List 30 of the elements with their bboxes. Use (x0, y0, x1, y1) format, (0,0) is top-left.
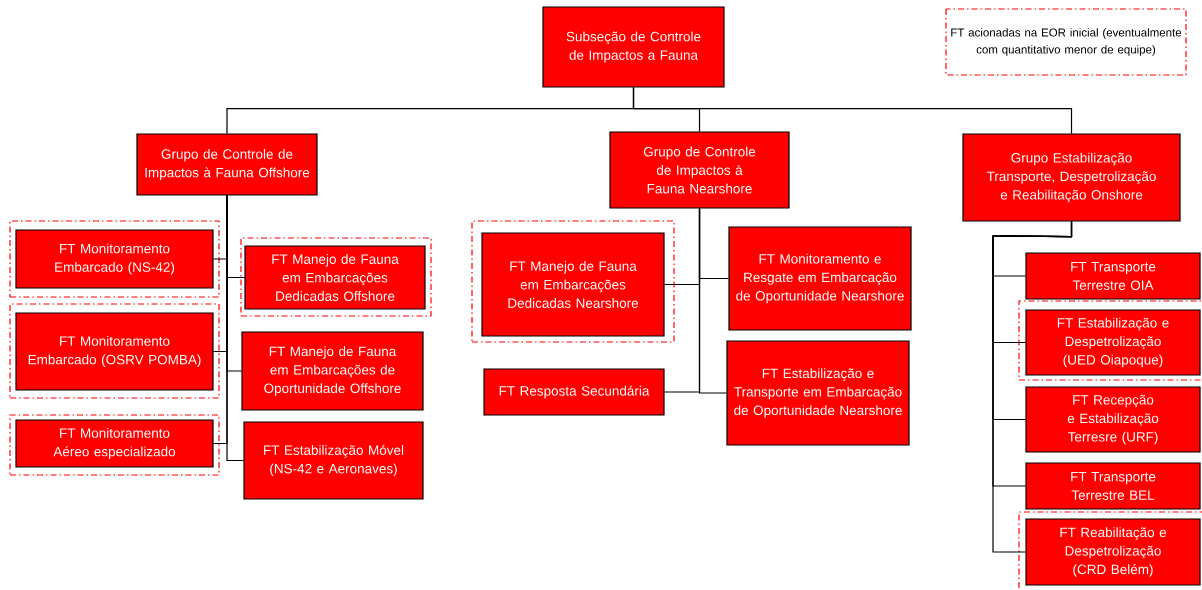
dash-dot-frame (9, 414, 220, 476)
dash-dot-frame (1018, 300, 1202, 381)
connector (992, 221, 1073, 553)
process-box: Grupo de Controle de Impactos à Fauna Offshore (136, 133, 318, 196)
process-box: Subseção de Controle de Impactos a Fauna (542, 6, 725, 88)
legend-text: FT acionadas na EOR inicial (eventualmente com quantitativo menor de equipe) (951, 28, 1182, 56)
process-box: FT Reabilitação e Despetrolização (CRD Belém) (1025, 518, 1201, 586)
process-box: FT Estabilização e Transporte em Embarcação de Oportunidade Nearshore (726, 340, 910, 446)
connector (632, 87, 1073, 134)
dash-dot-frame (9, 220, 220, 298)
dash-dot-frame (9, 303, 220, 399)
process-box: FT Manejo de Fauna em Embarcações Dedicadas Offshore (244, 245, 426, 310)
process-box: FT Estabilização Móvel (NS-42 e Aeronaves) (243, 421, 424, 500)
process-box: FT Monitoramento Aéreo especializado (15, 419, 214, 468)
process-box: FT Resposta Secundária (483, 368, 665, 416)
process-box: FT Transporte Terrestre OIA (1025, 252, 1201, 300)
process-box: FT Transporte Terrestre BEL (1025, 462, 1201, 510)
process-box: FT Estabilização e Despetrolização (UED Oiapoque) (1025, 309, 1201, 376)
connector (698, 208, 727, 394)
process-box: FT Manejo de Fauna em Embarcações de Oportunidade Offshore (241, 331, 424, 411)
process-box: FT Monitoramento Embarcado (NS-42) (15, 229, 214, 289)
dash-dot-frame (240, 237, 432, 317)
process-box: Grupo de Controle de Impactos à Fauna Nearshore (609, 131, 790, 209)
process-box: FT Manejo de Fauna em Embarcações Dedicadas Nearshore (481, 232, 665, 337)
process-box: Grupo Estabilização Transporte, Despetrolização e Reabilitação Onshore (962, 133, 1181, 222)
process-box: FT Monitoramento Embarcado (OSRV POMBA) (15, 312, 214, 391)
process-box: FT Recepção e Estabilização Terresre (URF) (1025, 386, 1201, 453)
dash-dot-frame (471, 220, 675, 343)
connector (226, 195, 244, 462)
process-box: FT Monitoramento e Resgate em Embarcação de Oportunidade Nearshore (728, 226, 912, 331)
